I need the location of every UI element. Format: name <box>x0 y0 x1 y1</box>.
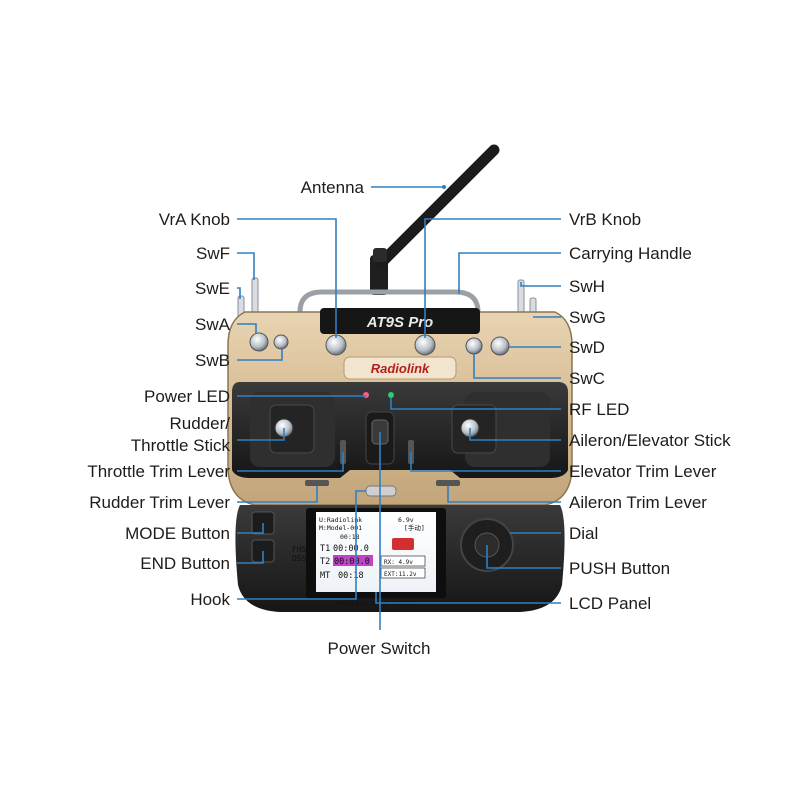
swd-switch[interactable] <box>490 336 510 356</box>
fhss-label: FHSS <box>292 545 311 554</box>
label-swg: SwG <box>569 308 606 327</box>
callout-labels: Antenna VrA Knob VrB Knob SwF Carrying H… <box>87 178 731 658</box>
label-aileron-trim-lever: Aileron Trim Lever <box>569 493 707 512</box>
lcd-user: U:Radiolink <box>319 516 362 524</box>
label-swc: SwC <box>569 369 605 388</box>
label-push-button: PUSH Button <box>569 559 670 578</box>
vrb-knob-leader <box>424 218 561 338</box>
hook[interactable] <box>365 485 397 497</box>
label-dial: Dial <box>569 524 598 543</box>
label-carrying-handle: Carrying Handle <box>569 244 692 263</box>
rf-led-leader <box>390 398 561 410</box>
swc-leader <box>473 354 561 379</box>
model-badge: AT9S Pro <box>366 314 433 331</box>
lcd-t2-highlight <box>333 555 373 566</box>
lcd-panel-leader <box>375 592 561 604</box>
swa-leader <box>237 323 257 334</box>
label-throttle-trim-lever: Throttle Trim Lever <box>87 462 230 481</box>
rf-led <box>388 392 394 398</box>
elevator-trim-leader <box>410 452 561 472</box>
swe-leader <box>237 287 241 299</box>
throttle-trim-leader <box>237 452 344 472</box>
swf-leader <box>237 252 255 280</box>
label-swb: SwB <box>195 351 230 370</box>
aileron-trim-leader <box>447 486 561 503</box>
label-end-button: END Button <box>140 554 230 573</box>
lcd-t1-label: T1 <box>320 544 330 554</box>
lcd-rx-voltage: RX: 4.9v <box>384 559 413 566</box>
label-vrb-knob: VrB Knob <box>569 210 641 229</box>
label-power-led: Power LED <box>144 387 230 406</box>
brand-badge: Radiolink <box>371 361 430 376</box>
swb-leader <box>237 349 283 361</box>
rudder-trim-leader <box>237 486 318 503</box>
swb-switch[interactable] <box>273 334 289 350</box>
carrying-handle-leader <box>458 252 561 294</box>
power-led <box>363 392 369 398</box>
label-rudder-throttle-2: Throttle Stick <box>131 436 231 455</box>
label-swh: SwH <box>569 277 605 296</box>
label-antenna: Antenna <box>301 178 365 197</box>
leader-lines <box>237 185 561 630</box>
label-vra-knob: VrA Knob <box>159 210 230 229</box>
model-plate <box>320 308 480 334</box>
vra-knob-leader <box>237 218 337 338</box>
right-stick[interactable] <box>451 404 497 454</box>
lcd-ext-voltage: EXT:11.2v <box>384 571 417 578</box>
lcd-t2-value: 00:00.0 <box>334 557 370 567</box>
label-mode-button: MODE Button <box>125 524 230 543</box>
rudder-throttle-leader <box>237 428 285 441</box>
bottom-strip: HYBRID DUAL SPREAD SPECTRUM <box>335 601 416 607</box>
lcd-voltage: 6.9v <box>398 516 414 524</box>
lcd-screen <box>316 512 436 592</box>
lcd-mode-tag: [手动] <box>404 523 425 532</box>
label-rudder-trim-lever: Rudder Trim Lever <box>89 493 230 512</box>
lcd-t2-label: T2 <box>320 557 330 567</box>
swc-switch[interactable] <box>465 337 483 355</box>
push-button-leader <box>486 545 561 569</box>
label-elevator-trim-lever: Elevator Trim Lever <box>569 462 717 481</box>
mode-button-leader <box>237 523 264 534</box>
label-lcd-panel: LCD Panel <box>569 594 651 613</box>
label-swe: SwE <box>195 279 230 298</box>
swh-leader <box>520 282 561 287</box>
rudder-trim-lever[interactable] <box>305 480 329 486</box>
lcd-model: M:Model-001 <box>319 524 362 532</box>
lcd-t1-value: 00:00.0 <box>333 544 369 554</box>
label-rf-led: RF LED <box>569 400 629 419</box>
label-swf: SwF <box>196 244 230 263</box>
left-stick[interactable] <box>269 404 315 454</box>
end-button-leader <box>237 551 264 564</box>
aileron-elevator-leader <box>469 428 561 441</box>
lcd-timer-small: 00:18 <box>340 533 360 541</box>
carrying-handle[interactable] <box>297 289 481 313</box>
label-swa: SwA <box>195 315 231 334</box>
swa-switch[interactable] <box>249 332 269 352</box>
label-hook: Hook <box>190 590 230 609</box>
hook-leader <box>237 490 366 600</box>
label-swd: SwD <box>569 338 605 357</box>
lcd-aircraft-icon <box>392 538 414 550</box>
label-aileron-elevator-stick: Aileron/Elevator Stick <box>569 431 731 450</box>
lcd-mt-value: 00:18 <box>338 571 364 581</box>
dsss-label: DSSS <box>292 554 311 563</box>
antenna <box>370 144 500 295</box>
lcd-mt-label: MT <box>320 571 330 581</box>
aileron-trim-lever[interactable] <box>436 480 460 486</box>
label-rudder-throttle-1: Rudder/ <box>170 414 231 433</box>
label-power-switch: Power Switch <box>328 639 431 658</box>
